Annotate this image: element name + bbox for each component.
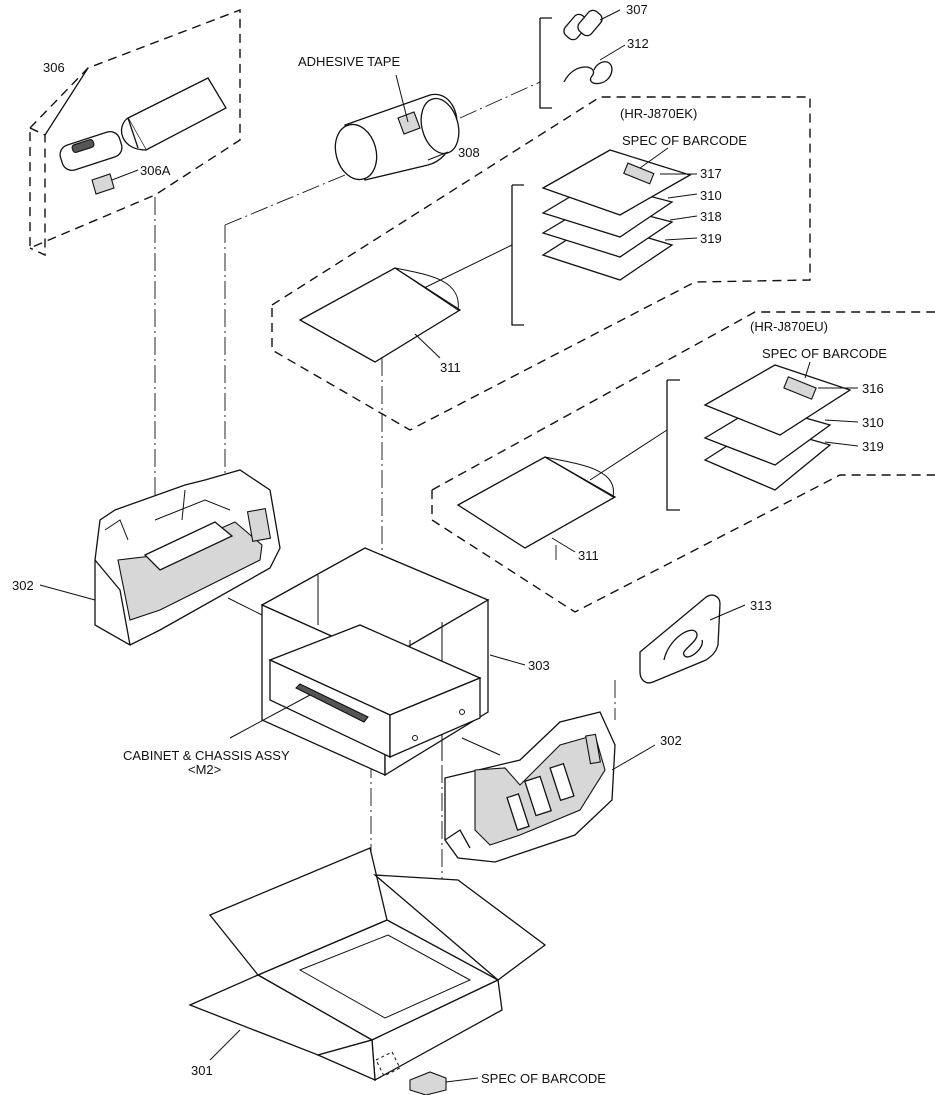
- label-eu-spec-of-barcode: SPEC OF BARCODE: [762, 346, 887, 361]
- label-301: 301: [191, 1063, 213, 1078]
- label-adhesive-tape: ADHESIVE TAPE: [298, 54, 400, 69]
- label-306: 306: [43, 60, 65, 75]
- hr-j870eu-group: [431, 311, 935, 613]
- part-302-left-cushion: [39, 469, 281, 646]
- part-labels: 306 306A ADHESIVE TAPE 307 312 308 (HR-J…: [12, 2, 887, 1086]
- label-302-right: 302: [660, 733, 682, 748]
- label-302-left: 302: [12, 578, 34, 593]
- label-ek-spec-of-barcode: SPEC OF BARCODE: [622, 133, 747, 148]
- part-306-group: [29, 8, 241, 257]
- label-306a: 306A: [140, 163, 171, 178]
- label-318: 318: [700, 209, 722, 224]
- part-308-cylinder: [334, 74, 460, 181]
- label-313: 313: [750, 598, 772, 613]
- label-bottom-spec-of-barcode: SPEC OF BARCODE: [481, 1071, 606, 1086]
- label-hr-j870eu: (HR-J870EU): [750, 319, 828, 334]
- label-m2: <M2>: [188, 762, 221, 777]
- label-cabinet-chassis: CABINET & CHASSIS ASSY: [123, 748, 290, 763]
- parts-307-312: [539, 9, 626, 109]
- label-316: 316: [862, 381, 884, 396]
- label-311-eu: 311: [578, 548, 599, 563]
- label-311-ek: 311: [440, 360, 461, 375]
- label-319-ek: 319: [700, 231, 722, 246]
- label-hr-j870ek: (HR-J870EK): [620, 106, 697, 121]
- label-303: 303: [528, 658, 550, 673]
- part-303-box-assembly: [227, 547, 526, 777]
- hr-j870ek-group: [271, 96, 811, 431]
- part-313-bag: [639, 594, 746, 684]
- label-308: 308: [458, 145, 480, 160]
- part-302-right-cushion: [444, 711, 656, 863]
- label-310-ek: 310: [700, 188, 722, 203]
- label-317: 317: [700, 166, 722, 181]
- label-319-eu: 319: [862, 439, 884, 454]
- battery-pair: [563, 9, 603, 41]
- label-307: 307: [626, 2, 648, 17]
- part-301-carton: [188, 847, 547, 1095]
- label-310-eu: 310: [862, 415, 884, 430]
- label-312: 312: [627, 36, 649, 51]
